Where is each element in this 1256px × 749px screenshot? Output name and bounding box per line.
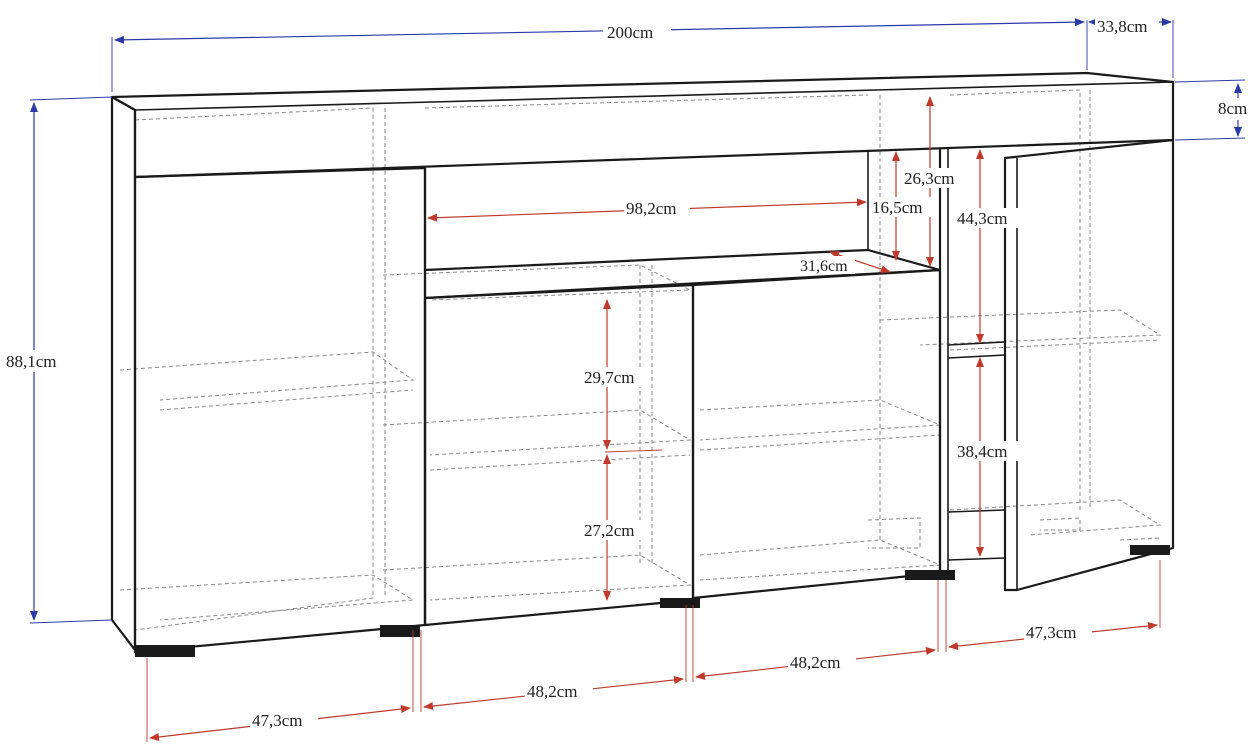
total-width-line [114,18,1085,44]
foot [380,625,420,637]
left-side-panel [110,95,137,652]
total-height-label: 88,1cm [6,352,57,371]
left-door [133,166,427,654]
center-upper-label: 29,7cm [584,368,635,387]
open-depth-label: 31,6cm [800,258,848,275]
top-slab [110,71,1175,179]
right-upper-label: 44,3cm [957,209,1008,228]
open-depth-line [829,251,891,273]
top-gap-label: 26,3cm [904,169,955,188]
component-dimensions: 98,2cm 26,3cm 16,5cm 31,6cm 44,3cm 38,4c… [146,96,1161,742]
left-door-width-label: 47,3cm [252,711,303,730]
center-left-door [423,283,695,627]
depth-label: 33,8cm [1097,17,1148,36]
open-width-label: 98,2cm [626,199,677,218]
sideboard-outline [110,71,1175,657]
foot [135,645,195,657]
open-height-label: 16,5cm [872,198,923,217]
foot [1130,545,1170,555]
total-width-label: 200cm [607,23,653,42]
overall-dimensions: 200cm 33,8cm 8cm 88,1cm [4,16,1256,624]
right-door-width-label: 47,3cm [1026,623,1077,642]
hidden-interior-lines [119,89,1162,631]
foot [905,570,955,580]
center-right-width-label: 48,2cm [790,653,841,672]
foot [660,598,700,608]
center-left-width-label: 48,2cm [527,682,578,701]
right-lower-label: 38,4cm [957,442,1008,461]
center-lower-label: 27,2cm [584,521,635,540]
right-open-door [1003,138,1175,592]
top-height-label: 8cm [1218,99,1247,118]
